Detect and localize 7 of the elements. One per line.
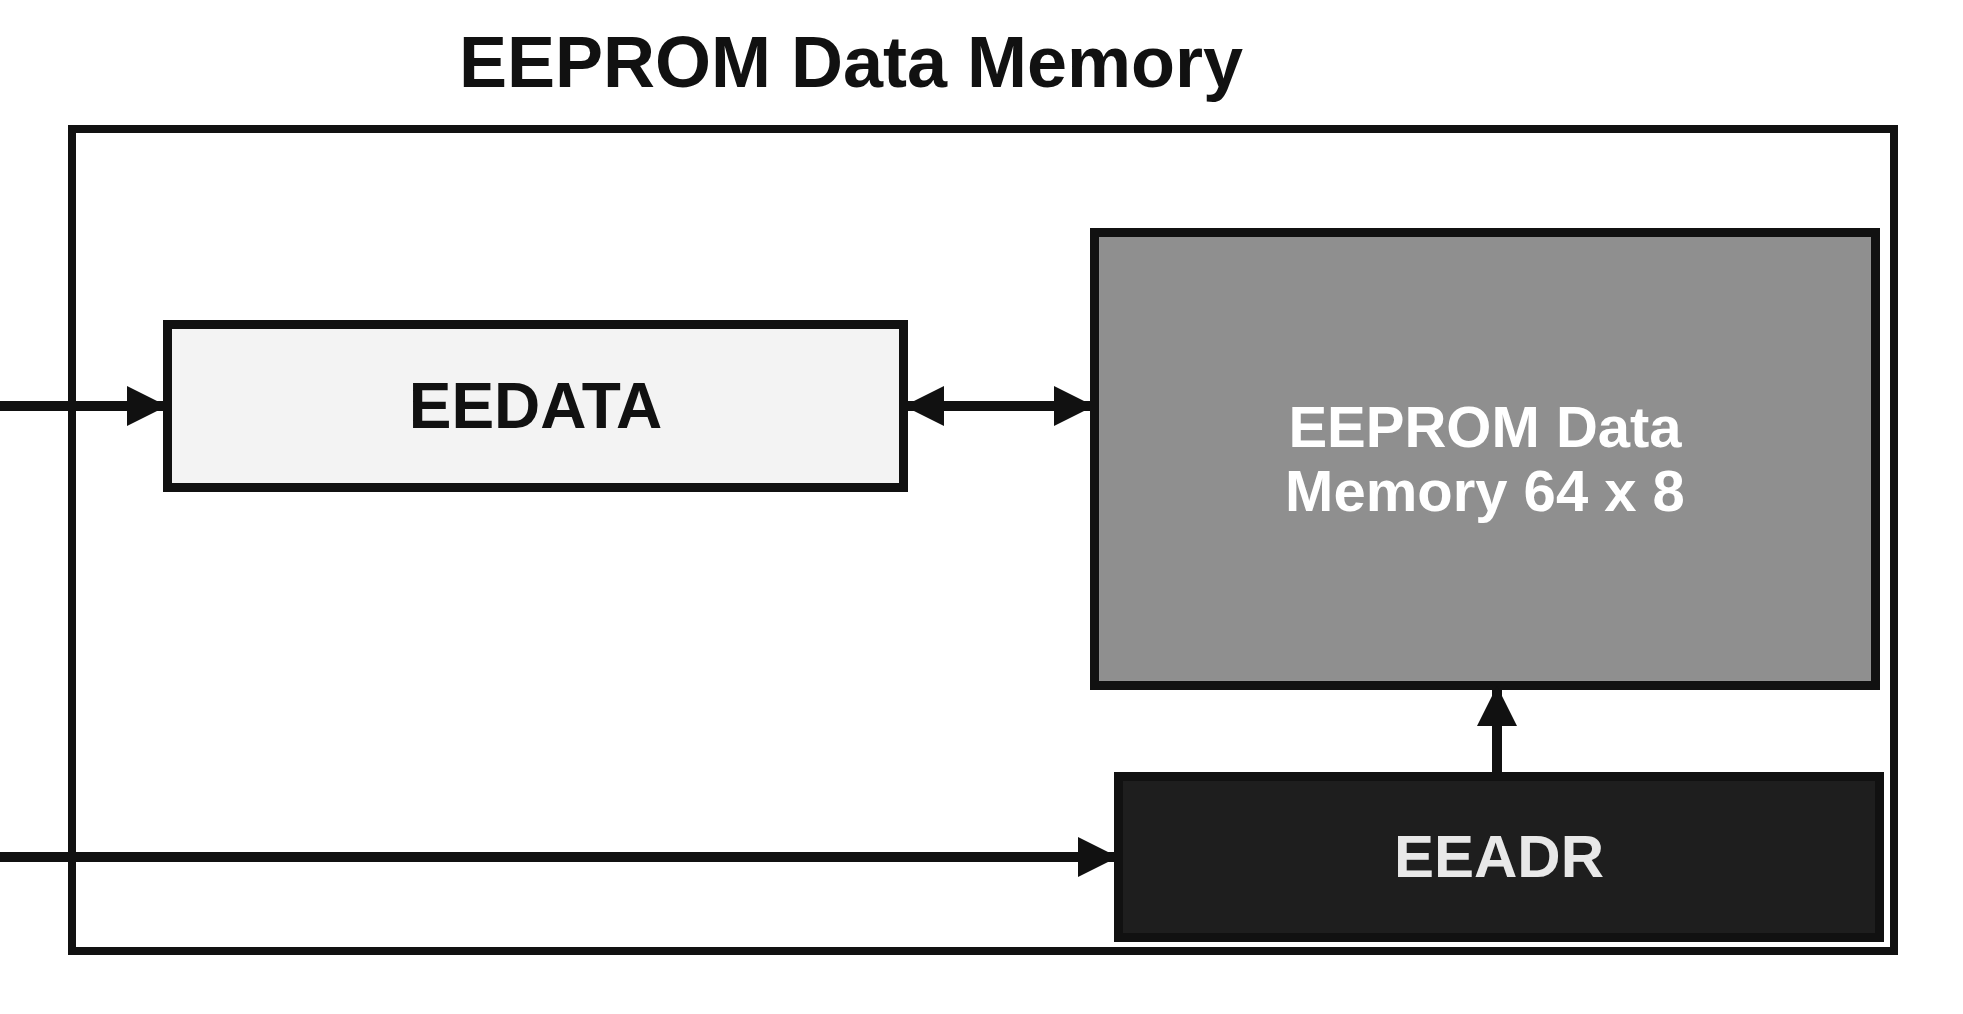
block-label: EEADR <box>1394 824 1604 890</box>
block-label: EEDATA <box>408 370 663 442</box>
block-label: EEPROM Data Memory 64 x 8 <box>1284 395 1686 523</box>
memory-array-box <box>1090 228 1880 690</box>
register-box <box>163 320 908 492</box>
block-title: EEPROM Data Memory <box>457 21 1245 103</box>
register-box <box>1114 772 1884 942</box>
